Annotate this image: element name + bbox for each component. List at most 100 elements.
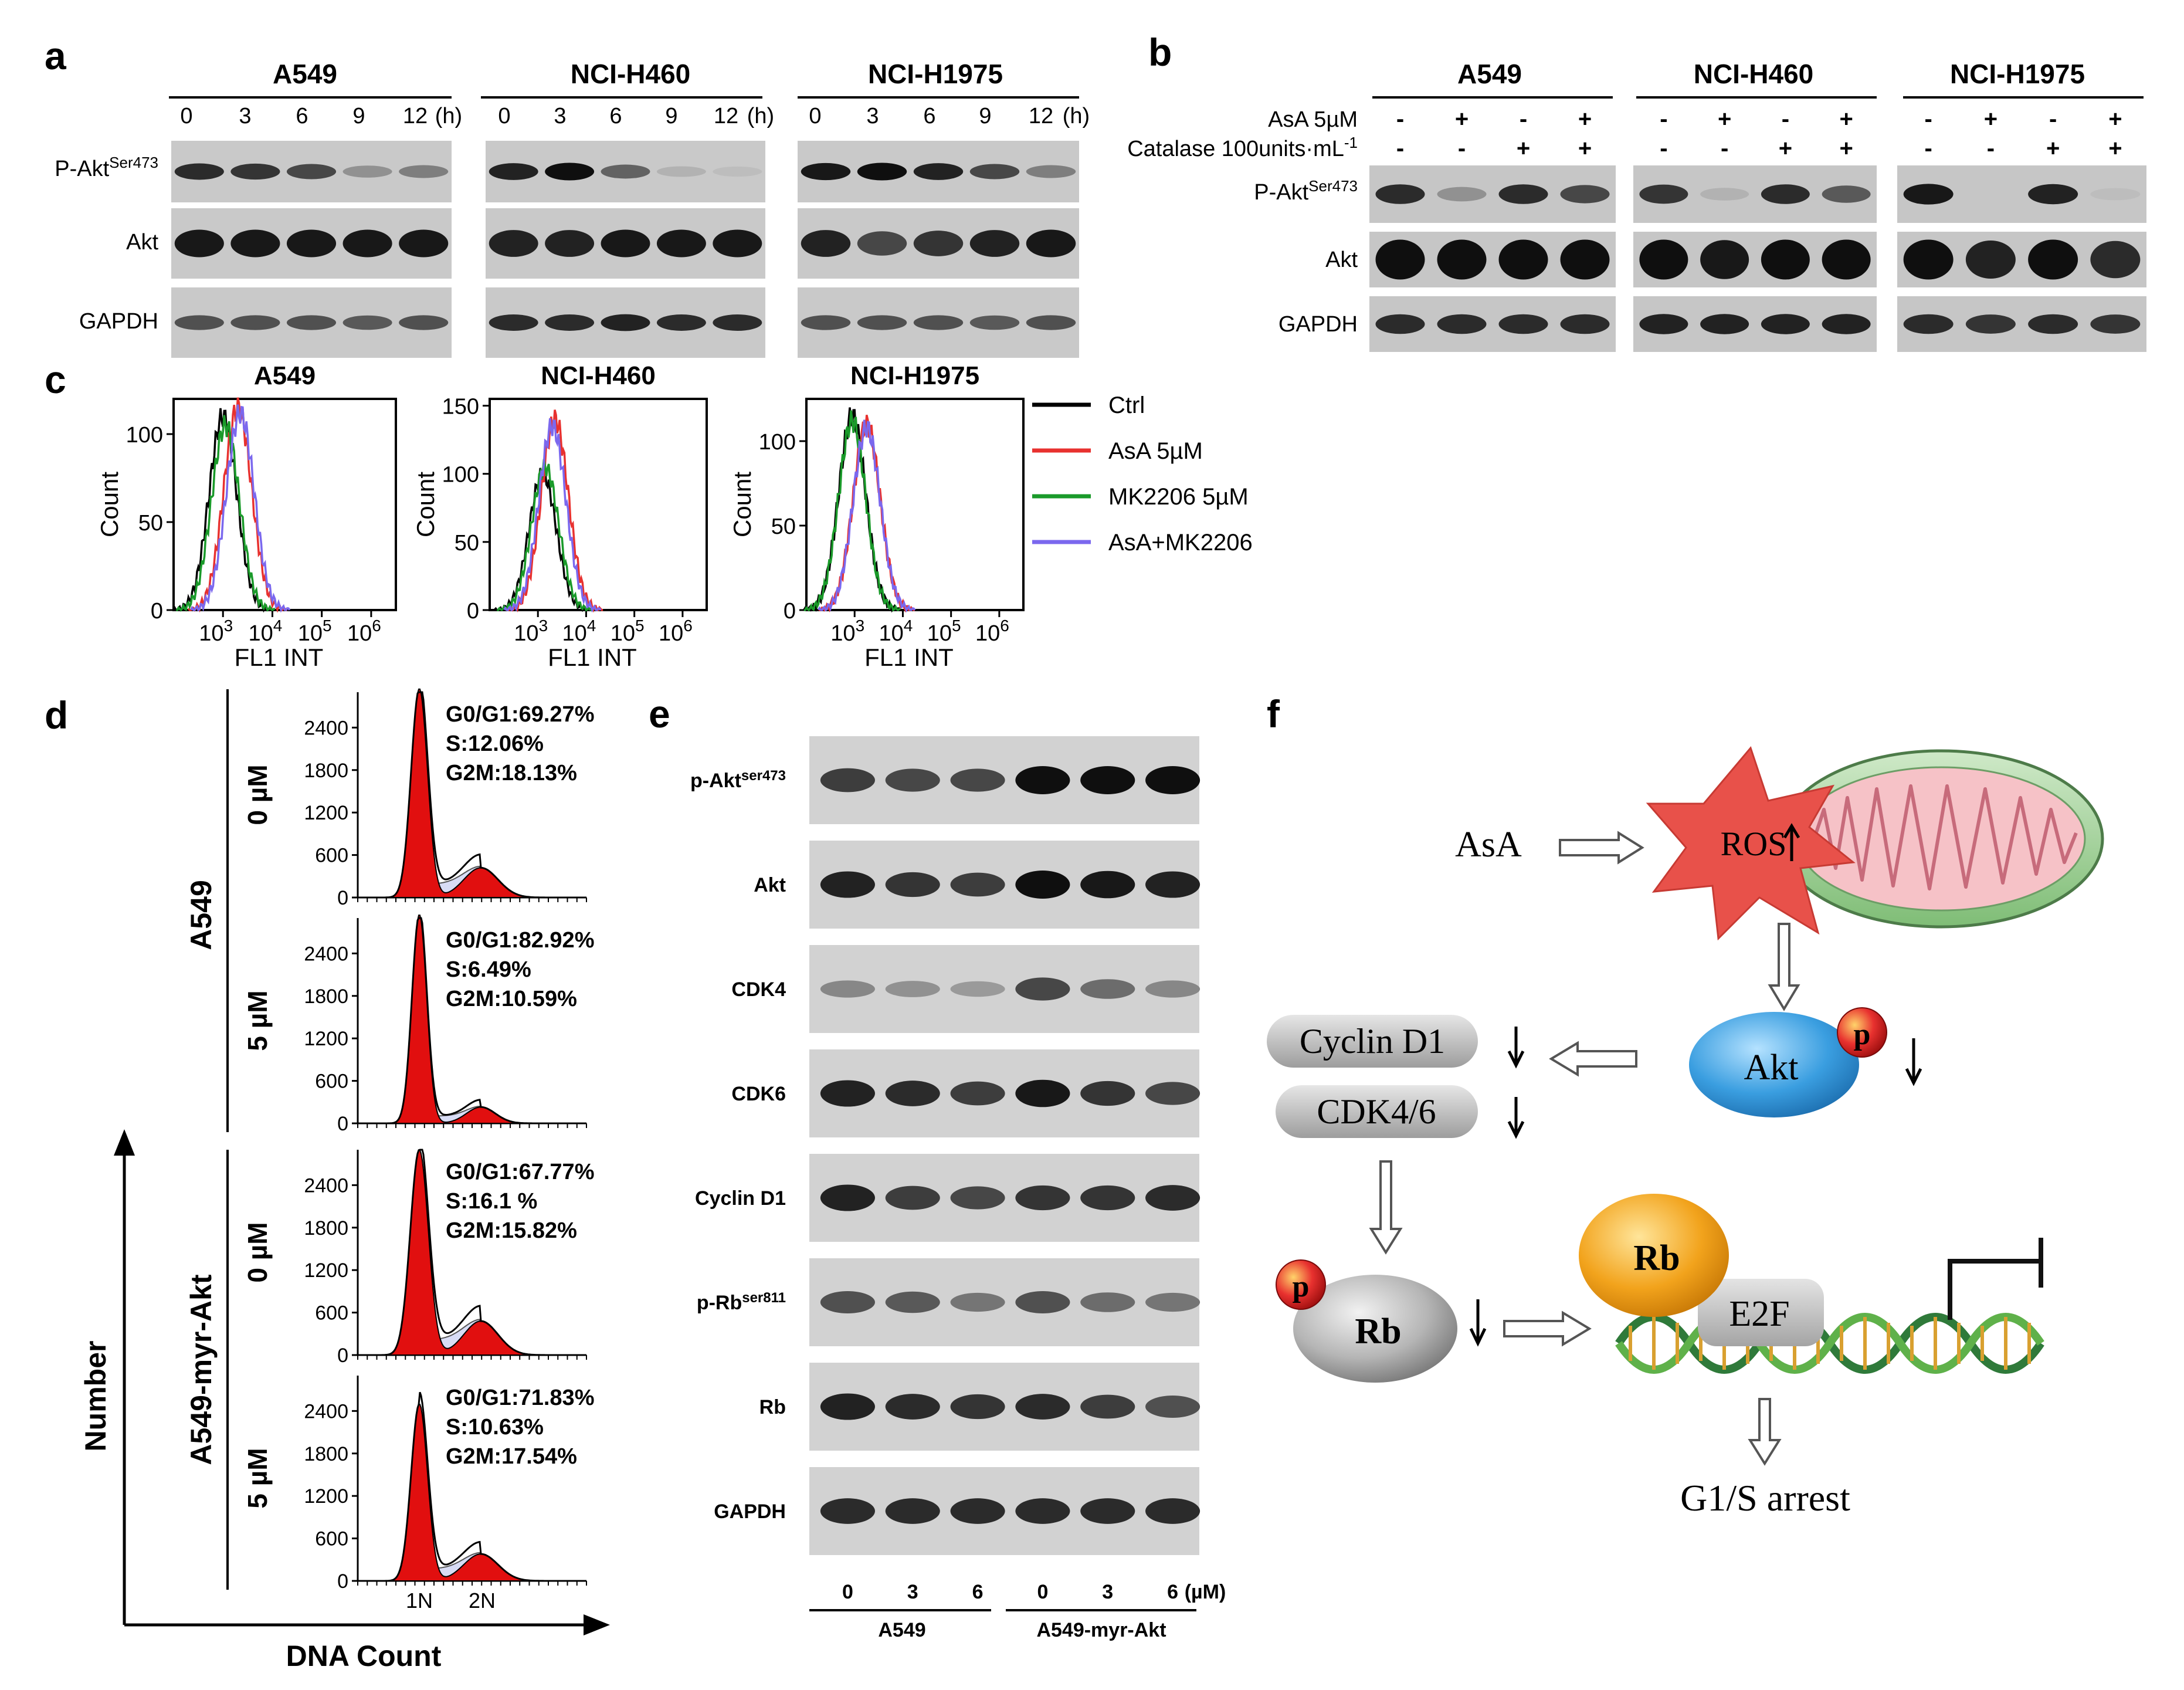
- panel-e-band-5-2: [950, 1292, 1005, 1312]
- panel-e-band-6-1: [885, 1394, 940, 1420]
- panel-a-band-0-1-0: [174, 229, 224, 258]
- a-tp-a549-0: 0: [180, 104, 192, 128]
- panel-c-plot-title-2: NCI-H1975: [850, 361, 979, 390]
- a-tp-a549-3: 3: [239, 104, 251, 128]
- rb-label: Rb: [1633, 1238, 1680, 1278]
- arrow-rb-to-dna: [1503, 1310, 1592, 1347]
- panel-d-stat-0-0: G0/G1:69.27%: [446, 702, 594, 727]
- a-tp-h1975-12: 12: [1029, 104, 1053, 128]
- panel-e-band-0-4: [1080, 766, 1135, 794]
- panel-b-sign-0-0-1: +: [1455, 106, 1469, 132]
- panel-b-sign-1-0-1: +: [1718, 106, 1731, 132]
- panel-d-stat-1-1: S:6.49%: [446, 957, 531, 982]
- panel-a-band-1-1-1: [545, 230, 595, 257]
- panel-a-cell-line-headers: A549 NCI-H460 NCI-H1975: [273, 59, 1003, 89]
- panel-a-band-2-0-2: [913, 163, 964, 180]
- panel-e-band-6-4: [1080, 1394, 1135, 1419]
- panel-b-header-h1975: NCI-H1975: [1950, 59, 2085, 89]
- panel-e-band-0-3: [1015, 766, 1070, 794]
- panel-a-band-0-1-1: [230, 229, 280, 258]
- a-tp-h1975-3: 3: [866, 104, 879, 128]
- panel-e-row-label-7: GAPDH: [714, 1501, 786, 1523]
- panel-b-band-0-2-3: [1560, 314, 1610, 334]
- panel-a-band-1-2-0: [489, 314, 538, 331]
- panel-a-band-0-0-3: [342, 165, 392, 178]
- panel-d-stat-2-1: S:16.1 %: [446, 1189, 537, 1214]
- panel-d-ytick-label-1-2: 1200: [304, 1028, 348, 1050]
- panel-e-band-2-0: [820, 980, 875, 998]
- panel-e-band-3-1: [885, 1081, 940, 1106]
- panel-c-curve-0-1: [187, 397, 287, 613]
- panel-a-band-1-0-2: [601, 164, 650, 179]
- panel-b-band-0-1-0: [1375, 239, 1425, 280]
- panel-d-ytick-label-1-1: 600: [315, 1071, 348, 1093]
- panel-d-stat-2-0: G0/G1:67.77%: [446, 1160, 594, 1184]
- a-tp-h1975-6: 6: [923, 104, 935, 128]
- panel-c-x-label-1: FL1 INT: [548, 644, 637, 671]
- panel-d-group-label-a549: A549: [185, 880, 218, 950]
- panel-c-ytick-label-1-0: 0: [467, 599, 479, 624]
- panel-b-band-1-1-2: [1761, 239, 1810, 280]
- panel-e-band-4-0: [820, 1184, 875, 1211]
- a-tp-a549-9: 9: [352, 104, 365, 128]
- panel-d-stat-2-2: G2M:15.82%: [446, 1218, 577, 1243]
- ros-up-arrow: [1783, 823, 1800, 861]
- ros-label: ROS: [1721, 825, 1787, 863]
- panel-a-band-0-0-0: [174, 163, 224, 180]
- panel-c-curve-1-0: [493, 468, 592, 612]
- cyclin-d1-label: Cyclin D1: [1300, 1022, 1445, 1061]
- a-tp-h1975-9: 9: [979, 104, 991, 128]
- panel-e-dose-3: 0: [1037, 1581, 1048, 1603]
- panel-b-sign-1-1-2: +: [1779, 136, 1792, 161]
- panel-c-legend-label-1: AsA 5µM: [1108, 438, 1203, 464]
- panel-d-y-axis-label: Number: [79, 1341, 112, 1452]
- panel-e-band-5-3: [1015, 1291, 1070, 1313]
- panel-d-ytick-label-0-2: 1200: [304, 802, 348, 824]
- panel-c-xtick-label-1-0: 103: [514, 617, 548, 646]
- panel-a-band-2-2-2: [913, 315, 964, 330]
- panel-e-band-3-4: [1080, 1081, 1135, 1106]
- panel-a-band-2-0-3: [969, 164, 1020, 180]
- panel-c-curve-0-3: [190, 404, 291, 613]
- b-row-label-gapdh: GAPDH: [1278, 312, 1358, 337]
- b-row-label-akt: Akt: [1325, 248, 1358, 272]
- panel-e-band-3-2: [950, 1081, 1005, 1106]
- panel-e-blot-membranes: [809, 736, 1200, 1555]
- panel-e-dose-2: 6: [972, 1581, 984, 1603]
- panel-d-x-arrowhead: [584, 1614, 610, 1635]
- panel-c-ytick-label-0-2: 100: [126, 423, 163, 448]
- panel-b-sign-0-0-0: -: [1396, 106, 1404, 132]
- arrow-akt-to-cyclin: [1549, 1041, 1637, 1077]
- ros-star: [1646, 746, 1856, 941]
- panel-c-ytick-label-2-2: 100: [759, 430, 796, 455]
- panel-a-band-0-1-3: [342, 229, 392, 258]
- panel-letter-d: d: [45, 693, 68, 737]
- panel-e-band-2-4: [1080, 979, 1135, 999]
- akt-down-arrow: [1905, 1038, 1922, 1086]
- panel-c-plot-frame-2: [805, 398, 1025, 611]
- a-tp-h460-6: 6: [609, 104, 622, 128]
- panel-c-ytick-label-1-2: 100: [442, 463, 479, 487]
- panel-d-x-axis-label: DNA Count: [286, 1640, 442, 1672]
- panel-letter-a: a: [45, 34, 67, 77]
- panel-b-band-1-1-3: [1822, 239, 1871, 280]
- panel-a-band-2-0-0: [801, 162, 851, 181]
- panel-e-band-7-4: [1080, 1498, 1135, 1524]
- panel-e-band-4-3: [1015, 1185, 1070, 1211]
- panel-e-band-0-2: [950, 768, 1005, 792]
- panel-d-ytick-label-2-1: 600: [315, 1302, 348, 1325]
- b-row-label-pakt: P-AktSer473: [1254, 177, 1358, 205]
- panel-d-stat-0-1: S:12.06%: [446, 731, 544, 756]
- panel-a-band-2-1-1: [857, 231, 907, 256]
- panel-c-ytick-label-0-1: 50: [138, 511, 163, 536]
- panel-b-sign-2-1-3: +: [2108, 136, 2122, 161]
- panel-c-y-label-2: Count: [728, 472, 756, 537]
- cyclin-down-arrow: [1507, 1027, 1525, 1069]
- panel-b-sign-1-0-2: -: [1782, 106, 1789, 132]
- panel-d-ytick-label-1-0: 0: [337, 1113, 348, 1135]
- panel-a-band-2-2-1: [857, 315, 907, 330]
- panel-d-stat-0-2: G2M:18.13%: [446, 761, 577, 785]
- cdk-down-arrow: [1507, 1097, 1525, 1139]
- prb-node: [1293, 1275, 1457, 1383]
